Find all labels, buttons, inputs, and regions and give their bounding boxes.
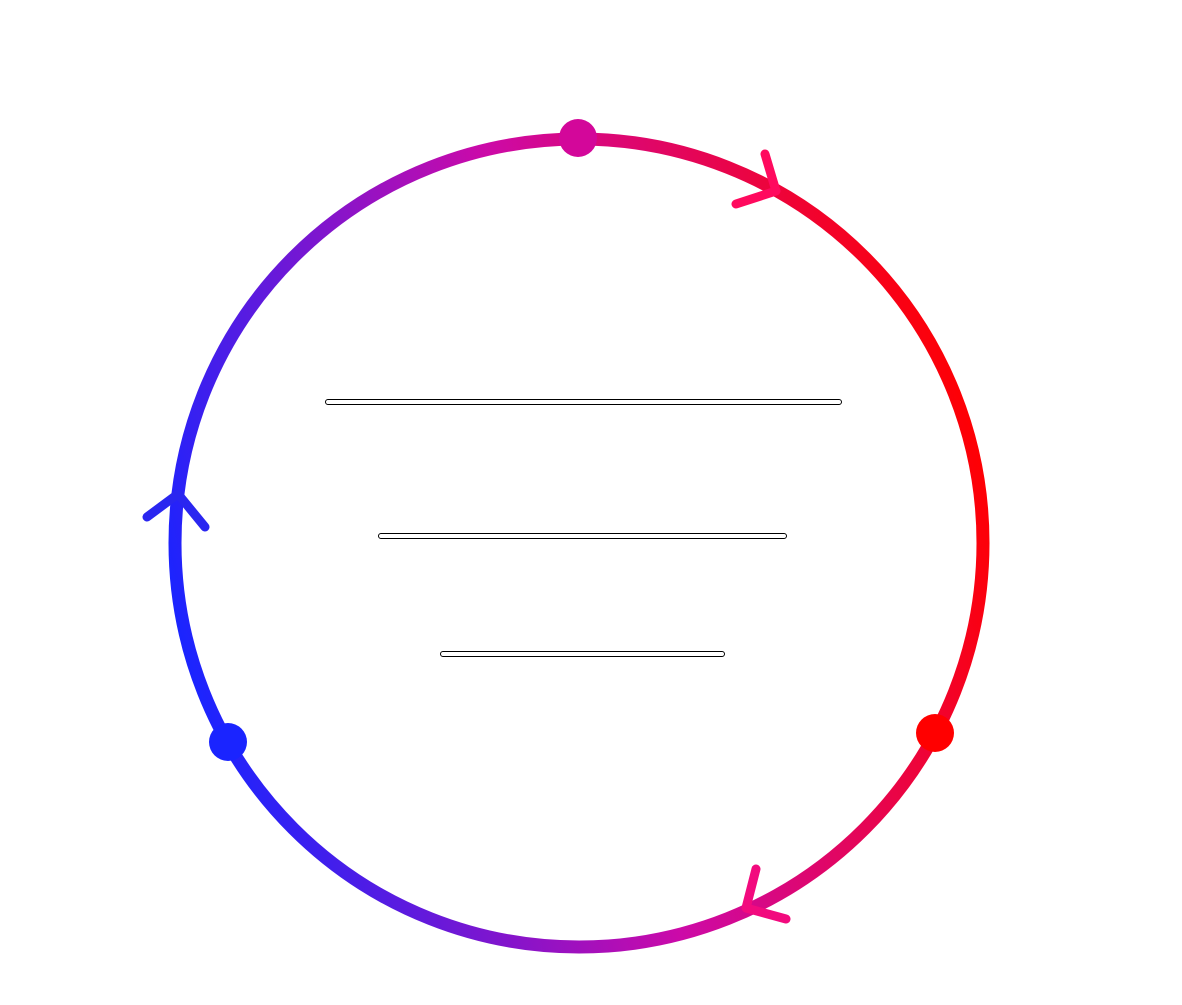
arrow-icon-top-right <box>731 149 781 209</box>
cycle-ring <box>168 132 990 954</box>
node-top <box>559 119 597 157</box>
node-left <box>209 723 247 761</box>
arrow-icon-left <box>142 489 210 532</box>
arrow-icon-bottom <box>741 864 791 924</box>
node-right <box>916 714 954 752</box>
center-text-line-3 <box>440 651 725 657</box>
center-text-line-2 <box>378 533 787 539</box>
center-text-line-1 <box>325 399 842 405</box>
